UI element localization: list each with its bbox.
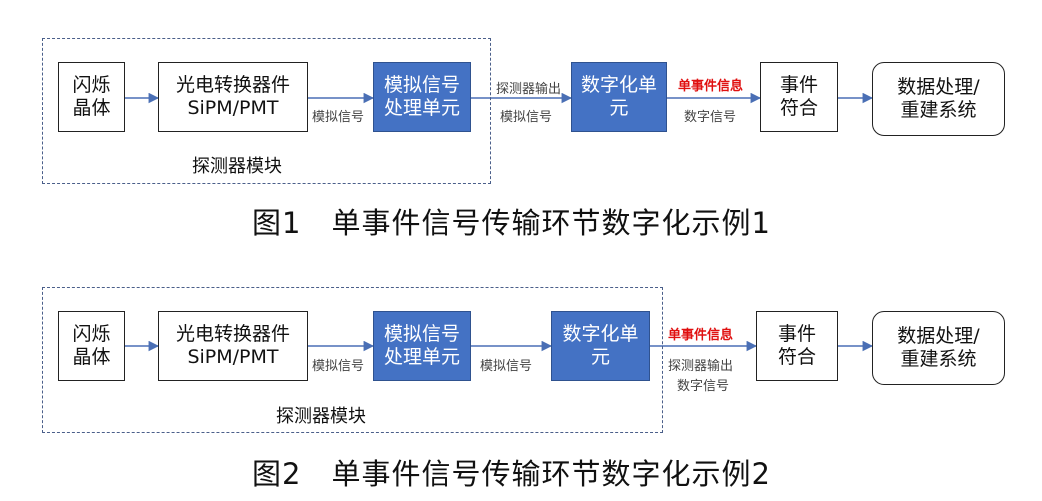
edge-label-analog-signal-output-1: 模拟信号 [500,110,553,125]
edge-label-detector-output-2: 探测器输出 [668,359,734,374]
digitizer-unit-box-1: 数字化单 元 [571,62,667,132]
figure-caption-2: 图2 单事件信号传输环节数字化示例2 [252,457,771,491]
photoelectric-converter-box-1: 光电转换器件 SiPM/PMT [158,62,308,132]
scintillator-line-1: 闪烁 [72,74,111,96]
converter-line-2: SiPM/PMT [187,346,279,368]
edge-label-digital-signal-2: 数字信号 [677,379,730,394]
coincidence-line-2: 符合 [777,346,816,368]
photoelectric-converter-box-2: 光电转换器件 SiPM/PMT [158,311,308,381]
edge-label-analog-signal-2b: 模拟信号 [480,359,533,374]
analog-unit-line-1: 模拟信号 [383,74,460,96]
digitizer-line-2: 元 [609,97,629,119]
digitizer-line-1: 数字化单 [580,74,657,96]
event-coincidence-box-2: 事件 符合 [756,311,838,381]
converter-line-1: 光电转换器件 [175,323,290,345]
detector-module-label-1: 探测器模块 [192,156,282,177]
scintillator-crystal-box-1: 闪烁 晶体 [58,62,125,132]
edge-label-analog-signal-1: 模拟信号 [312,110,365,125]
coincidence-line-1: 事件 [779,74,818,96]
processing-line-1: 数据处理/ [897,325,980,347]
processing-line-2: 重建系统 [900,348,977,370]
edge-label-analog-signal-2a: 模拟信号 [312,359,365,374]
analog-processing-unit-box-1: 模拟信号 处理单元 [373,62,471,132]
edge-label-single-event-info-1: 单事件信息 [678,79,744,94]
converter-line-2: SiPM/PMT [187,97,279,119]
converter-line-1: 光电转换器件 [175,74,290,96]
coincidence-line-2: 符合 [779,97,818,119]
data-processing-box-1: 数据处理/ 重建系统 [872,62,1005,136]
edge-label-detector-output-1: 探测器输出 [496,82,562,97]
scintillator-line-1: 闪烁 [72,323,111,345]
processing-line-1: 数据处理/ [897,76,980,98]
edge-label-single-event-info-2: 单事件信息 [668,328,734,343]
analog-unit-line-2: 处理单元 [383,346,460,368]
digitizer-unit-box-2: 数字化单 元 [551,311,650,381]
data-processing-box-2: 数据处理/ 重建系统 [872,311,1005,385]
detector-module-frame-2 [42,287,663,433]
detector-module-label-2: 探测器模块 [276,406,366,427]
digitizer-line-1: 数字化单 [562,323,639,345]
scintillator-line-2: 晶体 [72,346,111,368]
processing-line-2: 重建系统 [900,99,977,121]
analog-unit-line-1: 模拟信号 [383,323,460,345]
coincidence-line-1: 事件 [777,323,816,345]
figure-caption-1: 图1 单事件信号传输环节数字化示例1 [252,206,771,240]
scintillator-crystal-box-2: 闪烁 晶体 [58,311,125,381]
digitizer-line-2: 元 [590,346,610,368]
analog-processing-unit-box-2: 模拟信号 处理单元 [373,311,471,381]
event-coincidence-box-1: 事件 符合 [760,62,838,132]
analog-unit-line-2: 处理单元 [383,97,460,119]
scintillator-line-2: 晶体 [72,97,111,119]
detector-module-frame-1 [42,38,491,184]
edge-label-digital-signal-1: 数字信号 [684,110,737,125]
